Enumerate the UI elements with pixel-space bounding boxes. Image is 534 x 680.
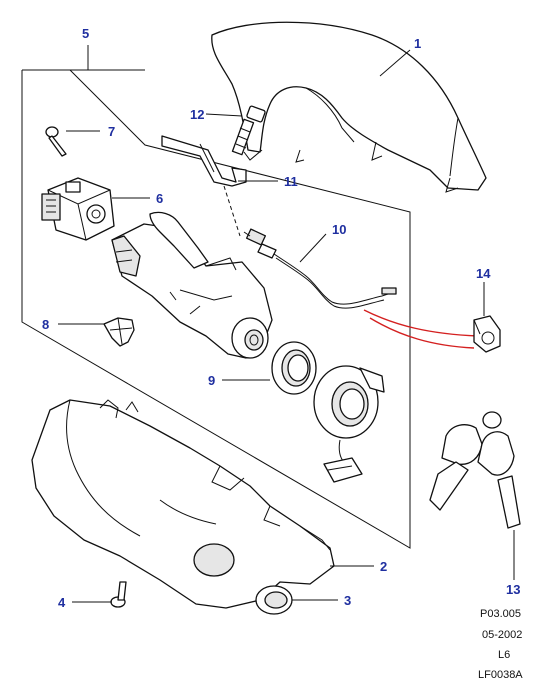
ignition-switch-6 — [41, 177, 115, 241]
fastener-8 — [103, 317, 135, 347]
clip-bracket-11 — [161, 135, 247, 187]
leader-lines — [58, 49, 515, 603]
callout-1: 1 — [414, 36, 421, 51]
ref-line-3: L6 — [498, 649, 510, 661]
callout-2: 2 — [380, 559, 387, 574]
ref-line-2: 05-2002 — [482, 629, 522, 641]
callout-14: 14 — [476, 266, 491, 281]
screw-4 — [110, 581, 127, 608]
screw-7 — [45, 126, 67, 157]
callout-3: 3 — [344, 593, 351, 608]
callout-11: 11 — [284, 174, 298, 189]
lower-shroud-2 — [31, 399, 335, 609]
cable-10 — [243, 228, 397, 309]
keys-13 — [429, 411, 521, 529]
reference-block: P03.005 05-2002 L6 LF0038A — [478, 608, 523, 680]
callout-12: 12 — [190, 107, 204, 122]
callouts: 1 2 3 4 5 6 7 8 9 10 11 12 13 14 — [42, 26, 520, 610]
callout-8: 8 — [42, 317, 49, 332]
screw-12 — [231, 105, 266, 156]
callout-10: 10 — [332, 222, 346, 237]
callout-13: 13 — [506, 582, 520, 597]
callout-7: 7 — [108, 124, 115, 139]
callout-5: 5 — [82, 26, 89, 41]
clock-spring — [313, 365, 385, 483]
lock-housing — [111, 211, 273, 359]
callout-4: 4 — [58, 595, 66, 610]
cable-clip-14 — [473, 315, 501, 353]
assembly-frame — [21, 45, 411, 549]
grommet-3 — [255, 585, 293, 615]
callout-9: 9 — [208, 373, 215, 388]
ref-line-4: LF0038A — [478, 669, 523, 680]
ref-line-1: P03.005 — [480, 608, 521, 620]
callout-6: 6 — [156, 191, 163, 206]
ring-9 — [271, 341, 317, 395]
